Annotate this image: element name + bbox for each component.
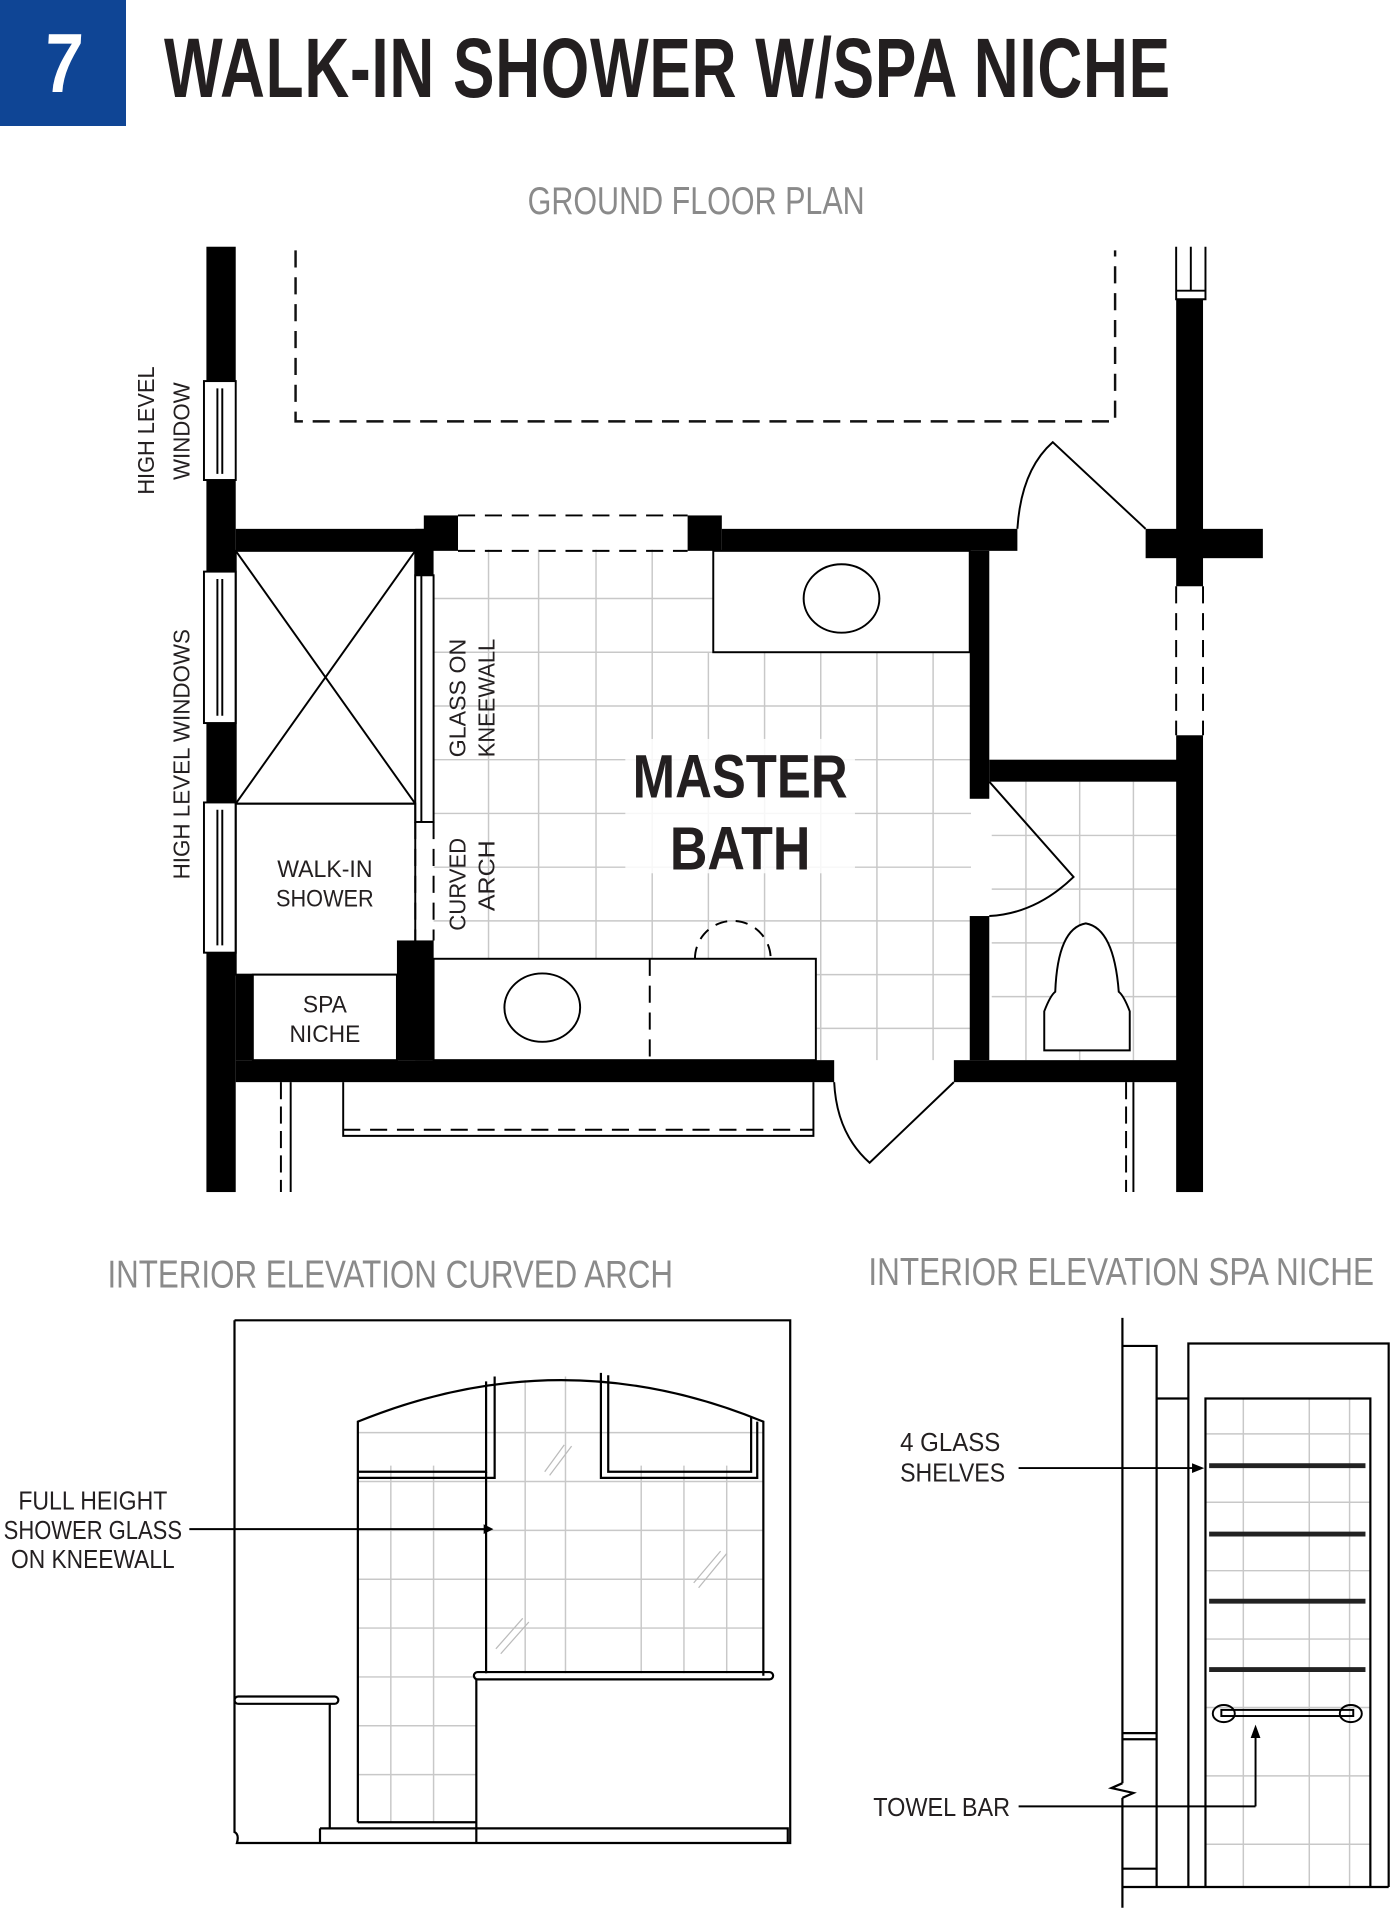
high-level-windows <box>202 380 237 954</box>
toilet <box>1043 922 1131 1052</box>
shower-bench <box>234 549 417 805</box>
label-high-level-window-2: WINDOW <box>168 382 194 480</box>
stool-outline <box>693 919 772 959</box>
niche-elevation-heading: INTERIOR ELEVATION SPA NICHE <box>868 1251 1374 1294</box>
label-glass-on: GLASS ON <box>444 639 470 757</box>
callout-on-kneewall: ON KNEEWALL <box>11 1546 175 1574</box>
wall-opening <box>1175 586 1205 736</box>
towel-bar <box>1211 1704 1363 1724</box>
doors <box>833 440 1147 1165</box>
room-name-master: MASTER <box>633 743 848 811</box>
callout-towel-bar: TOWEL BAR <box>873 1794 1010 1822</box>
sink-bottom <box>503 972 582 1043</box>
callout-shelves: SHELVES <box>900 1460 1005 1488</box>
glass-shelves <box>1209 1463 1366 1673</box>
callout-full-height: FULL HEIGHT <box>18 1488 167 1516</box>
label-walk-in: WALK-IN <box>277 856 372 883</box>
top-opening <box>458 514 688 552</box>
window-right <box>1175 246 1207 301</box>
arrow-icon <box>1250 1724 1261 1738</box>
sink-top <box>802 563 881 634</box>
arch-elevation <box>189 1319 792 1845</box>
callout-shower-glass: SHOWER GLASS <box>4 1517 182 1545</box>
label-high-level-windows: HIGH LEVEL WINDOWS <box>168 629 194 879</box>
floor-tile-grid <box>433 549 1183 1061</box>
curved-arch-opening <box>414 821 435 941</box>
label-niche: NICHE <box>289 1021 360 1048</box>
niche-elevation <box>1018 1317 1390 1908</box>
dashed-room-outline <box>294 250 1117 423</box>
floor-plan: HIGH LEVEL WINDOW HIGH LEVEL WINDOWS GLA… <box>133 246 1263 1193</box>
label-shower: SHOWER <box>276 885 374 912</box>
wall-tile-grid <box>357 1376 764 1823</box>
label-arch: ARCH <box>474 840 500 911</box>
label-spa: SPA <box>303 992 348 1019</box>
exterior-lines <box>279 1082 1135 1193</box>
floor-plan-heading: GROUND FLOOR PLAN <box>528 180 865 223</box>
arrow-icon <box>483 1524 494 1535</box>
option-number-badge: 7 <box>0 0 126 126</box>
label-curved: CURVED <box>444 838 470 931</box>
label-high-level-window-1: HIGH LEVEL <box>133 366 159 494</box>
room-name-bath: BATH <box>670 815 810 883</box>
spa-niche <box>251 973 398 1062</box>
vanity-bottom <box>432 957 817 1062</box>
arch-elevation-heading: INTERIOR ELEVATION CURVED ARCH <box>107 1253 672 1296</box>
label-kneewall: KNEEWALL <box>474 639 500 758</box>
glass-reflection-marks <box>495 1444 728 1655</box>
glass-kneewall <box>414 574 435 823</box>
room-label-backdrop <box>625 738 855 874</box>
callout-4-glass: 4 GLASS <box>900 1429 1000 1457</box>
arrow-icon <box>1192 1463 1205 1473</box>
page-title: WALK-IN SHOWER W/SPA NICHE <box>164 21 1171 115</box>
walls <box>206 246 1263 1193</box>
niche-tile-grid <box>1205 1398 1371 1888</box>
